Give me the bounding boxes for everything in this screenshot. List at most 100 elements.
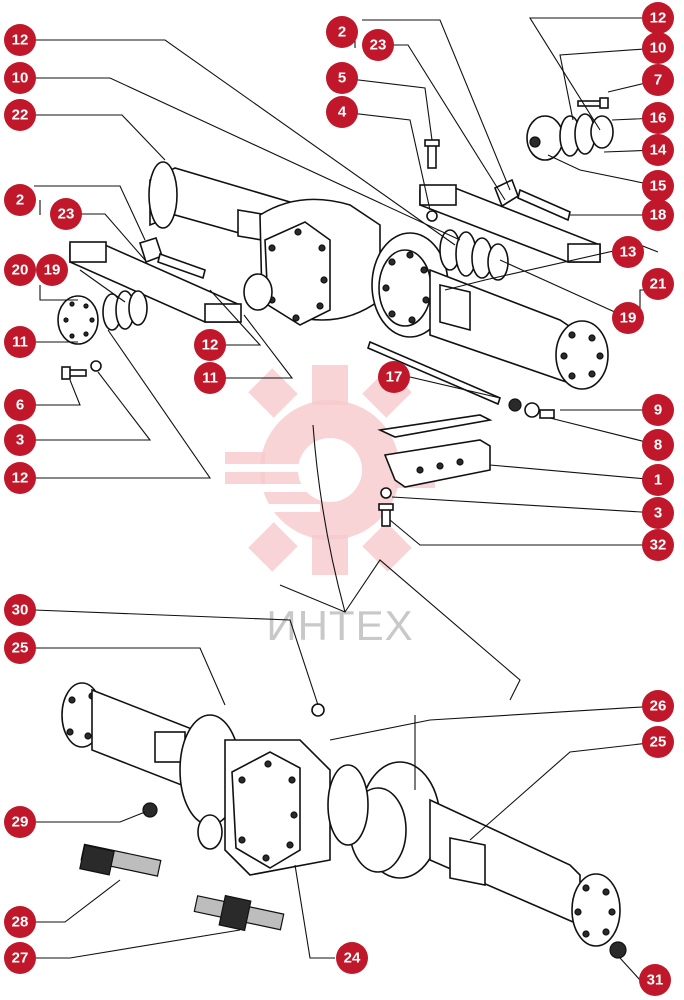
callouts: 12 10 22 2 23 20 19 11 6 3 12 12 11 2 23… <box>4 2 674 996</box>
svg-text:24: 24 <box>344 950 361 967</box>
svg-text:23: 23 <box>370 37 387 54</box>
svg-text:17: 17 <box>386 369 403 386</box>
bottom-diff-cover <box>231 751 301 869</box>
watermark-gear-icon <box>210 365 435 575</box>
top-axle-assembly <box>57 97 614 527</box>
callout-19-right: 19 <box>612 302 644 334</box>
svg-text:13: 13 <box>620 244 637 261</box>
callout-21: 21 <box>642 268 674 300</box>
callout-27: 27 <box>4 942 36 974</box>
svg-text:7: 7 <box>654 72 662 89</box>
callout-12-top-right: 12 <box>642 2 674 34</box>
watermark: ИНТЕХ <box>210 365 435 649</box>
callout-32: 32 <box>642 529 674 561</box>
bolt-7 <box>577 97 609 109</box>
svg-text:6: 6 <box>16 397 24 414</box>
callout-1: 1 <box>642 464 674 496</box>
svg-text:3: 3 <box>16 432 24 449</box>
callout-19-left: 19 <box>36 254 68 286</box>
callout-9: 9 <box>642 394 674 426</box>
drum-bolts <box>382 251 430 324</box>
bottom-right-flange <box>327 764 369 846</box>
washer-3-left <box>90 360 102 372</box>
washer-4 <box>426 210 438 222</box>
svg-text:5: 5 <box>338 70 346 87</box>
callout-23-top: 23 <box>362 29 394 61</box>
callout-10-top-left: 10 <box>4 62 36 94</box>
callout-3-right: 3 <box>642 497 674 529</box>
callout-4: 4 <box>326 96 358 128</box>
svg-text:10: 10 <box>650 40 667 57</box>
svg-text:11: 11 <box>202 370 218 387</box>
shaft-27 <box>193 894 285 932</box>
callout-22: 22 <box>4 99 36 131</box>
bottom-cover-bolts <box>238 760 298 862</box>
bottom-right-mount-block <box>449 837 486 886</box>
callout-17: 17 <box>378 361 410 393</box>
nut-31 <box>609 941 627 959</box>
svg-text:2: 2 <box>338 24 346 41</box>
section-divider <box>279 424 521 701</box>
callout-20: 20 <box>4 254 36 286</box>
svg-text:9: 9 <box>654 402 662 419</box>
callout-6: 6 <box>4 389 36 421</box>
upper-right-arm-block-left <box>419 184 457 206</box>
svg-text:28: 28 <box>12 914 29 931</box>
bushing-stack <box>526 113 614 161</box>
callout-15: 15 <box>642 170 674 202</box>
svg-text:21: 21 <box>650 276 667 293</box>
tie-rod-end-left <box>157 252 206 280</box>
svg-text:22: 22 <box>12 107 29 124</box>
callout-2-left: 2 <box>4 184 36 216</box>
callout-29: 29 <box>4 806 36 838</box>
svg-text:19: 19 <box>620 310 637 327</box>
callout-11-center: 11 <box>194 362 226 394</box>
svg-text:16: 16 <box>650 110 667 127</box>
bolt-5 <box>424 139 440 169</box>
svg-text:14: 14 <box>650 142 667 159</box>
svg-text:32: 32 <box>650 537 667 554</box>
bottom-right-hub-studs <box>574 884 616 938</box>
left-mount-block <box>237 209 263 241</box>
svg-text:3: 3 <box>654 505 662 522</box>
upper-right-arm-block-right <box>567 243 601 263</box>
right-bellows <box>439 229 509 281</box>
callout-8: 8 <box>642 429 674 461</box>
bolt-6 <box>61 366 87 380</box>
svg-text:12: 12 <box>202 337 219 354</box>
leader-lines <box>33 17 659 981</box>
callout-13: 13 <box>612 236 644 268</box>
svg-text:1: 1 <box>654 472 662 489</box>
svg-text:15: 15 <box>650 178 667 195</box>
bottom-pinion-flange <box>197 814 223 850</box>
svg-text:12: 12 <box>12 470 29 487</box>
callout-18: 18 <box>642 199 674 231</box>
svg-text:25: 25 <box>12 640 29 657</box>
left-bellows <box>102 290 148 331</box>
bolt-32 <box>378 503 394 527</box>
ball-joint-23-top <box>493 178 519 208</box>
shaft-28 <box>79 843 162 877</box>
callout-28: 28 <box>4 906 36 938</box>
tie-rod-end-18 <box>517 188 571 222</box>
svg-text:30: 30 <box>12 602 29 619</box>
right-mount-block <box>439 283 471 332</box>
callout-12-left-lower: 12 <box>4 462 36 494</box>
callout-12-top-left: 12 <box>4 24 36 56</box>
svg-text:19: 19 <box>44 262 61 279</box>
left-arm-block-left <box>69 241 107 263</box>
callout-5: 5 <box>326 62 358 94</box>
rod-17 <box>367 340 501 406</box>
svg-text:11: 11 <box>12 334 28 351</box>
svg-text:12: 12 <box>12 32 29 49</box>
callout-11-left: 11 <box>4 326 36 358</box>
callout-25-left: 25 <box>4 632 36 664</box>
callout-3-left: 3 <box>4 424 36 456</box>
svg-text:2: 2 <box>16 192 24 209</box>
svg-text:27: 27 <box>12 950 29 967</box>
callout-12-center: 12 <box>194 329 226 361</box>
svg-text:10: 10 <box>12 70 29 87</box>
callout-25-right: 25 <box>642 726 674 758</box>
svg-text:31: 31 <box>647 972 664 989</box>
left-bellows-flange <box>57 295 99 345</box>
